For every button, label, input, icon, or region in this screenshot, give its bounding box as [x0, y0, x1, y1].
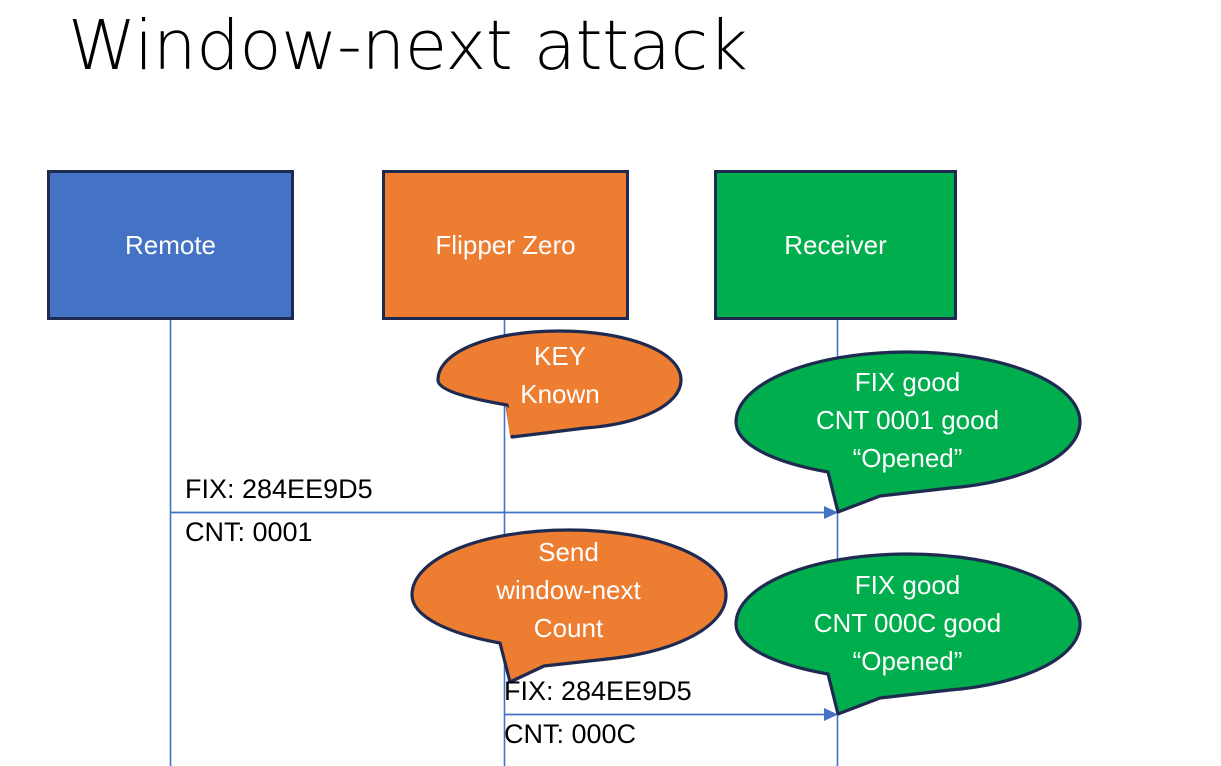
- message-1-cnt-label: CNT: 0001: [185, 517, 313, 547]
- callout-receiver-ack-1: [734, 350, 1082, 514]
- message-2-cnt-label: CNT: 000C: [504, 719, 637, 749]
- actor-box-remote[interactable]: Remote: [47, 170, 294, 320]
- callout-key-known: [436, 329, 683, 439]
- message-1-fix-label: FIX: 284EE9D5: [185, 474, 373, 504]
- callout-receiver-ack-2: [734, 552, 1082, 716]
- actor-label-remote: Remote: [124, 229, 217, 260]
- message-arrow-1: [170, 506, 838, 519]
- actor-label-flipper: Flipper Zero: [435, 229, 576, 260]
- message-2-fix-label: FIX: 284EE9D5: [504, 676, 692, 706]
- callout-send-window-next: [410, 528, 728, 684]
- message-arrow-2: [504, 708, 838, 721]
- actor-box-receiver[interactable]: Receiver: [714, 170, 957, 320]
- page-title: Window-next attack: [68, 6, 748, 86]
- actor-box-flipper[interactable]: Flipper Zero: [382, 170, 629, 320]
- actor-label-receiver: Receiver: [784, 229, 887, 260]
